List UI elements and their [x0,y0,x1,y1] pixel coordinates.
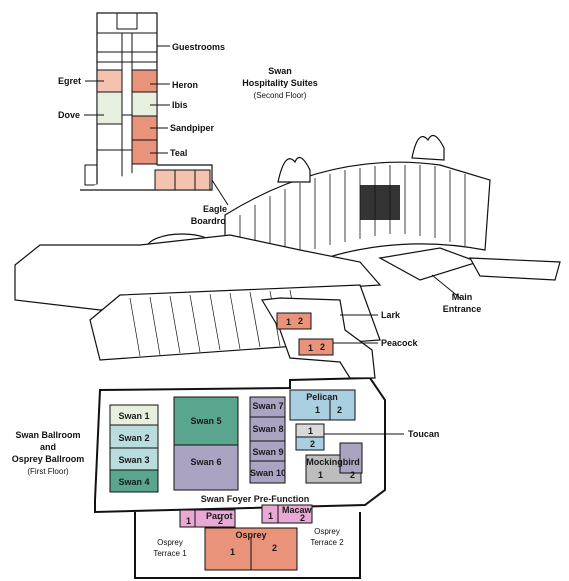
swan-7-label: Swan 7 [252,401,283,411]
macaw-label: Macaw [282,505,313,515]
peacock-room[interactable] [298,338,334,356]
first-floor-plan: 1 2 1 2 Lark Peacock Swan 1 Swan 2 Swan … [12,297,439,579]
second-floor-title-3: (Second Floor) [254,91,307,100]
macaw-2: 2 [300,513,305,523]
toucan-1: 1 [308,426,313,436]
pelican-label: Pelican [306,392,338,402]
peacock-1: 1 [308,343,313,353]
osprey-1: 1 [230,547,235,557]
toucan-label: Toucan [408,429,439,439]
parrot-2: 2 [218,516,223,526]
ibis-suite[interactable] [131,91,158,117]
lark-room[interactable] [276,312,312,330]
eagle-label-line1: Eagle [203,204,227,214]
peacock-label: Peacock [381,338,419,348]
guestrooms-label: Guestrooms [172,42,225,52]
swan-4-label: Swan 4 [118,477,149,487]
osprey-terrace-2-label-1: Osprey [314,527,340,536]
ballroom-outline [94,376,386,514]
lark-2: 2 [298,316,303,326]
swan-6-room[interactable] [173,444,239,491]
entrance-wing [468,257,561,281]
osprey-2: 2 [272,543,277,553]
second-floor-title-2: Hospitality Suites [242,78,318,88]
swan-4-room[interactable] [109,469,159,493]
first-floor-title-2: and [40,442,56,452]
first-floor-title-3: Osprey Ballroom [12,454,85,464]
mockingbird-2: 2 [350,470,355,480]
egret-label: Egret [58,76,81,86]
pelican-1: 1 [315,405,320,415]
teal-label: Teal [170,148,187,158]
main-entrance-label-2: Entrance [443,304,482,314]
osprey-terrace-2-label-2: Terrace 2 [310,538,344,547]
swan-1-label: Swan 1 [118,411,149,421]
second-floor-title-1: Swan [268,66,292,76]
macaw-room[interactable] [261,504,313,524]
parrot-1: 1 [186,516,191,526]
swan-8-room[interactable] [249,416,286,442]
heron-suite[interactable] [131,69,158,93]
parrot-room[interactable] [179,509,236,528]
swan-statue-left [277,156,311,183]
dove-suite[interactable] [96,91,123,125]
swan-5-label: Swan 5 [190,416,221,426]
eagle-boardroom[interactable] [154,169,211,191]
swan-5-room[interactable] [173,396,239,446]
toucan-2: 2 [310,439,315,449]
swan-statue-right [411,134,445,161]
lark-1: 1 [286,317,291,327]
osprey-terrace-1-label-1: Osprey [157,538,183,547]
swan-8-label: Swan 8 [252,424,283,434]
toucan-2-room[interactable] [295,436,325,451]
swan-10-room[interactable] [249,460,286,484]
first-floor-title-4: (First Floor) [27,467,69,476]
pelican-room[interactable] [289,389,356,421]
osprey-outline [134,512,361,579]
parrot-label: Parrot [206,511,233,521]
swan-2-label: Swan 2 [118,433,149,443]
pelican-2: 2 [337,405,342,415]
convention-wing [14,234,382,311]
first-floor-title-1: Swan Ballroom [15,430,80,440]
swan-10-label: Swan 10 [250,468,286,478]
mockingbird-1: 1 [318,470,323,480]
main-entrance-label-1: Main [452,292,473,302]
tower-atrium [360,185,400,220]
dove-label: Dove [58,110,80,120]
osprey-terrace-1-label-2: Terrace 1 [153,549,187,558]
osprey-label: Osprey [235,530,266,540]
peacock-2: 2 [320,342,325,352]
ibis-label: Ibis [172,100,188,110]
lark-label: Lark [381,310,401,320]
eagle-label-line2: Boardroom [191,216,240,226]
entrance-canopy [378,247,480,281]
swan-9-label: Swan 9 [252,447,283,457]
swan-6-label: Swan 6 [190,457,221,467]
macaw-1: 1 [268,511,273,521]
sandpiper-label: Sandpiper [170,123,215,133]
foyer-label: Swan Foyer Pre-Function [201,494,310,504]
mockingbird-label: Mockingbird [306,457,360,467]
teal-suite[interactable] [131,139,158,165]
swan-3-label: Swan 3 [118,455,149,465]
heron-label: Heron [172,80,198,90]
second-floor-plan: Guestrooms Egret Heron Ibis Dove Sandpip… [58,12,318,226]
